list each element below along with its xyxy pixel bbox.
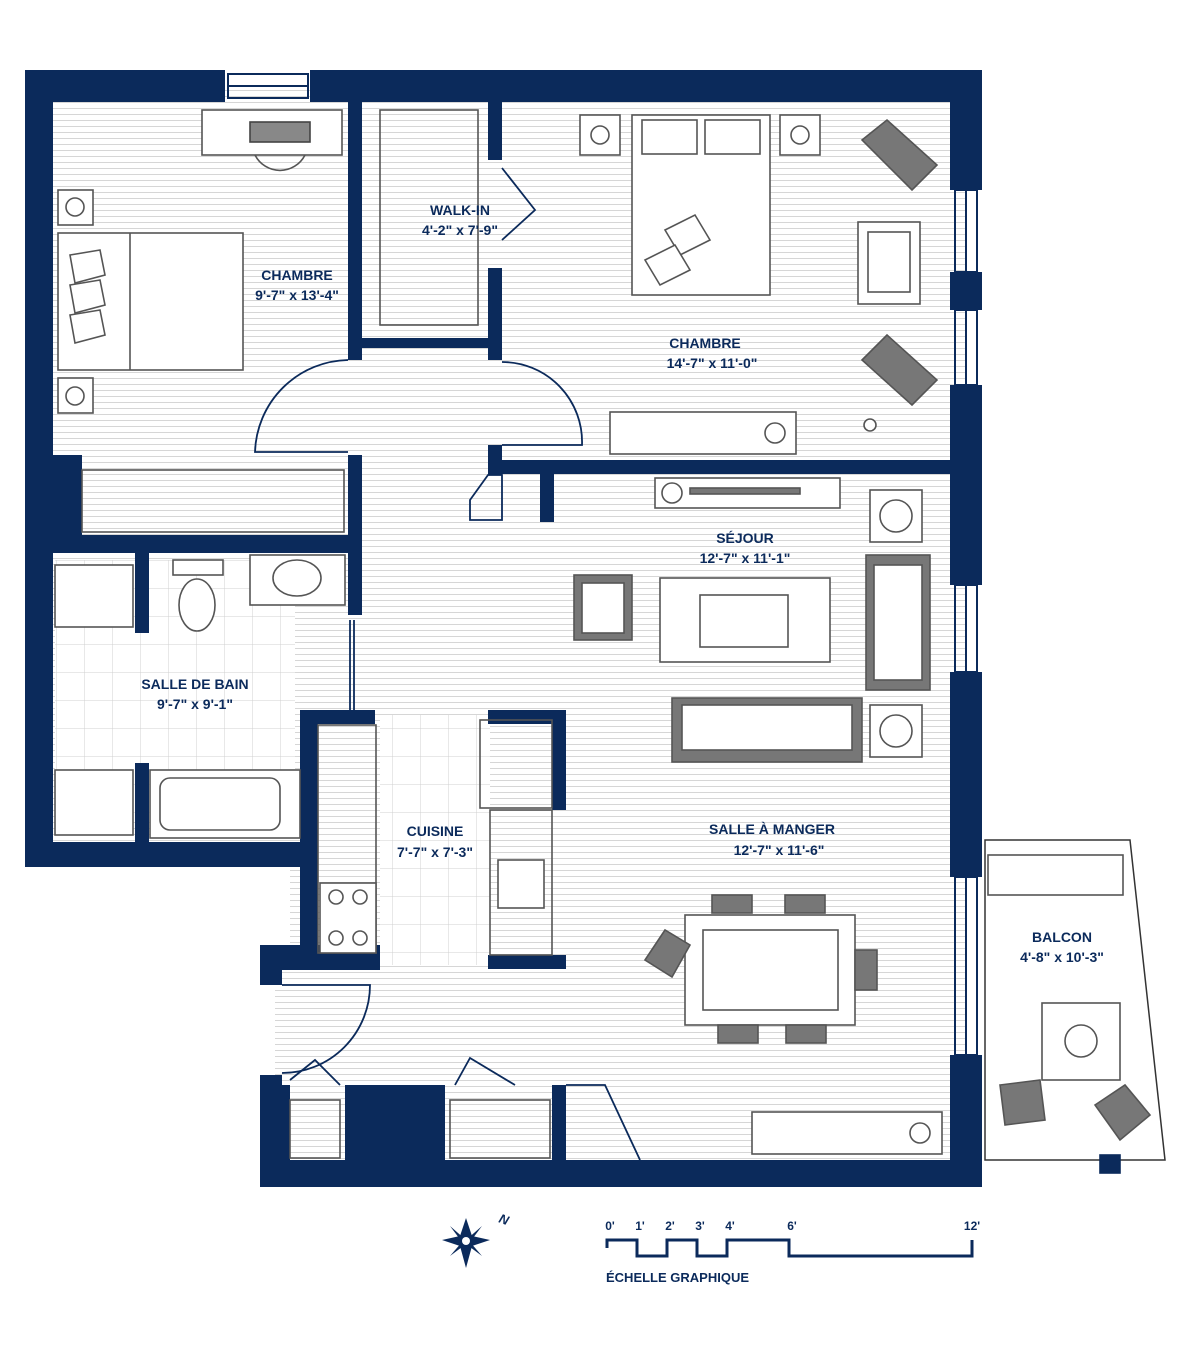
graphic-scale: 0' 1' 2' 3' 4' 6' 12' ÉCHELLE GRAPHIQUE (605, 1219, 980, 1285)
compass-north-label: N (497, 1211, 512, 1229)
room-name-cuisine: CUISINE (407, 823, 464, 839)
room-dims-cuisine: 7'-7" x 7'-3" (397, 844, 473, 860)
scale-tick-label: 12' (964, 1219, 980, 1233)
room-name-chambre-2: CHAMBRE (669, 335, 741, 351)
room-dims-chambre-1: 9'-7" x 13'-4" (255, 287, 339, 303)
scale-caption: ÉCHELLE GRAPHIQUE (606, 1270, 749, 1285)
scale-tick-label: 2' (665, 1219, 675, 1233)
furniture (54, 109, 1152, 1174)
room-dims-chambre-2: 14'-7" x 11'-0" (667, 355, 758, 371)
room-name-sejour: SÉJOUR (716, 530, 774, 546)
scale-tick-label: 6' (787, 1219, 797, 1233)
room-name-balcon: BALCON (1032, 929, 1092, 945)
room-name-chambre-1: CHAMBRE (261, 267, 333, 283)
scale-tick-label: 3' (695, 1219, 705, 1233)
room-name-walk-in: WALK-IN (430, 202, 490, 218)
room-dims-walk-in: 4'-2" x 7'-9" (422, 222, 498, 238)
scale-tick-label: 4' (725, 1219, 735, 1233)
room-dims-sejour: 12'-7" x 11'-1" (700, 550, 791, 566)
door-swings (254, 167, 641, 1161)
compass-rose-icon: N (442, 1211, 512, 1268)
room-labels: CHAMBRE 9'-7" x 13'-4" WALK-IN 4'-2" x 7… (141, 202, 1104, 965)
room-dims-salle-a-manger: 12'-7" x 11'-6" (734, 842, 825, 858)
walls (25, 70, 982, 1187)
interior-walls (40, 85, 963, 1165)
windows (227, 73, 978, 1056)
room-dims-salle-de-bain: 9'-7" x 9'-1" (157, 696, 233, 712)
room-name-salle-de-bain: SALLE DE BAIN (141, 676, 248, 692)
scale-tick-label: 0' (605, 1219, 615, 1233)
room-name-salle-a-manger: SALLE À MANGER (709, 821, 835, 837)
room-dims-balcon: 4'-8" x 10'-3" (1020, 949, 1104, 965)
scale-tick-label: 1' (635, 1219, 645, 1233)
